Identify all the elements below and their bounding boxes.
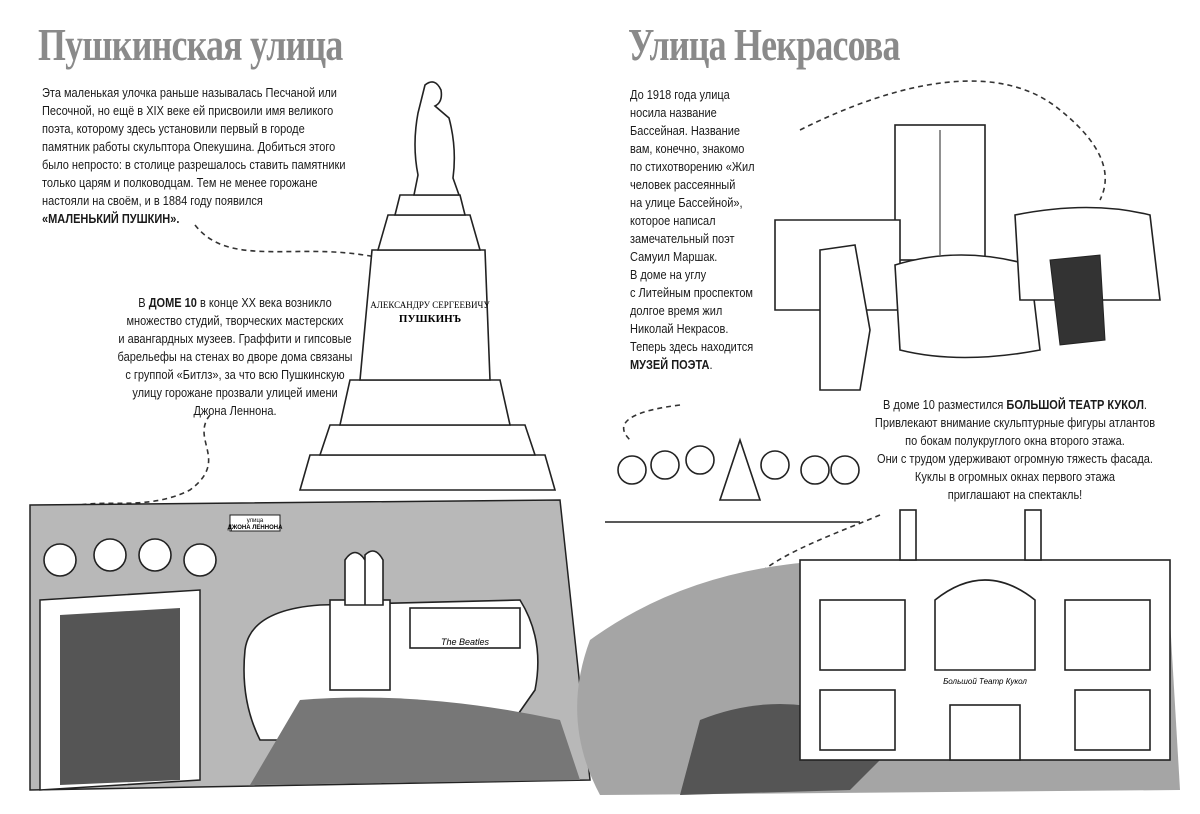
- intro-bold: МУЗЕЙ ПОЭТА: [630, 358, 710, 372]
- pushkin-monument-illustration: АЛЕКСАНДРУ СЕРГЕЕВИЧУ ПУШКИНЪ: [194, 81, 557, 491]
- street-sign-line1: улица: [247, 518, 264, 524]
- right-page-title: Улица Некрасова: [628, 19, 900, 70]
- pushkin-intro-text: Эта маленькая улочка раньше называлась П…: [42, 84, 345, 228]
- puppets-illustration: [605, 404, 860, 523]
- bold: ДОМЕ 10: [148, 296, 197, 310]
- graffiti-text: The Beatles: [441, 637, 490, 647]
- nekrasov-intro-text: До 1918 года улица носила название Бассе…: [630, 88, 755, 372]
- nekrasov-museum-furniture-illustration: [774, 80, 1161, 391]
- body: Привлекают внимание скульптурные фигуры …: [874, 416, 1156, 502]
- monument-inscription: ПУШКИНЪ: [399, 313, 461, 325]
- puppet-theatre-text: В доме 10 разместился БОЛЬШОЙ ТЕАТР КУКО…: [874, 398, 1156, 502]
- intro-bold: «МАЛЕНЬКИЙ ПУШКИН».: [42, 212, 180, 226]
- prefix: В: [138, 296, 146, 310]
- intro-body: Эта маленькая улочка раньше называлась П…: [42, 86, 346, 208]
- monument-top-inscription: АЛЕКСАНДРУ СЕРГЕЕВИЧУ: [370, 300, 490, 310]
- bold: БОЛЬШОЙ ТЕАТР КУКОЛ: [1006, 398, 1144, 412]
- puppet-theatre-building-illustration: Большой Театр Кукол: [577, 509, 1180, 795]
- john-lennon-courtyard-illustration: улица ДЖОНА ЛЕННОНА The Beatles: [29, 414, 591, 791]
- house-10-text: В ДОМЕ 10 в конце XX века возникло множе…: [90, 294, 380, 420]
- street-sign-line2: ДЖОНА ЛЕННОНА: [228, 525, 283, 531]
- theatre-sign: Большой Театр Кукол: [943, 677, 1027, 686]
- body: в конце XX века возникло множество студи…: [117, 296, 353, 418]
- prefix: В доме 10 разместился: [883, 398, 1007, 412]
- intro-body: До 1918 года улица носила название Бассе…: [630, 88, 755, 354]
- left-page-title: Пушкинская улица: [38, 19, 343, 70]
